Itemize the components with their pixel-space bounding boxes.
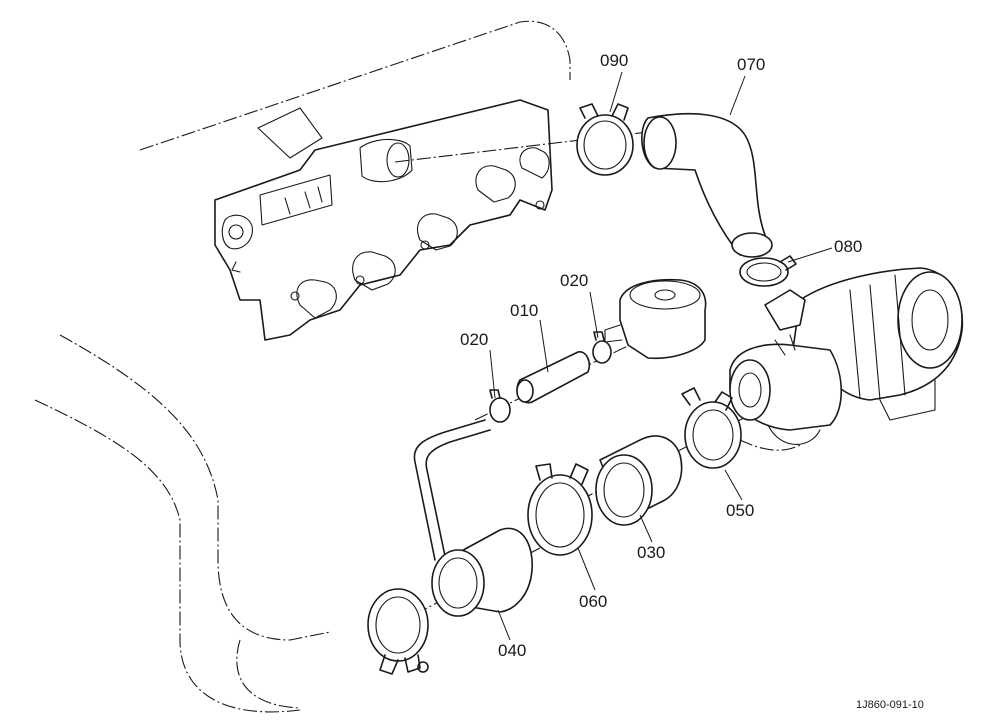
callout-labels: 090 070 080 020 010 020 050 030 060 040 (460, 51, 862, 660)
callout-040: 040 (498, 641, 526, 660)
callout-020-right: 020 (560, 271, 588, 290)
callout-020-left: 020 (460, 330, 488, 349)
hose-clamp-bottom (367, 588, 429, 675)
hose-010 (516, 351, 591, 404)
callout-060: 060 (579, 592, 607, 611)
callout-leaders (489, 71, 833, 641)
reference-code: 1J860-091-10 (856, 699, 924, 711)
reducer-hose-030 (595, 435, 683, 526)
elbow-hose-070 (641, 112, 773, 258)
callout-080: 080 (834, 237, 862, 256)
hose-040 (431, 527, 533, 617)
callout-050: 050 (726, 501, 754, 520)
hose-clamp-090 (576, 103, 634, 176)
hose-clamp-050 (681, 387, 742, 469)
hose-clamp-020-left (489, 389, 511, 423)
hose-clamp-080 (739, 255, 797, 287)
callout-070: 070 (737, 55, 765, 74)
breather-housing (604, 278, 707, 360)
exhaust-manifold (214, 99, 553, 341)
breather-pipe (413, 419, 491, 561)
hose-clamp-020-right (592, 331, 612, 364)
hose-clamp-060 (527, 463, 593, 556)
intake-pipe-outline (34, 334, 331, 713)
callout-010: 010 (510, 301, 538, 320)
callout-030: 030 (637, 543, 665, 562)
turbocharger (729, 267, 964, 445)
callout-090: 090 (600, 51, 628, 70)
